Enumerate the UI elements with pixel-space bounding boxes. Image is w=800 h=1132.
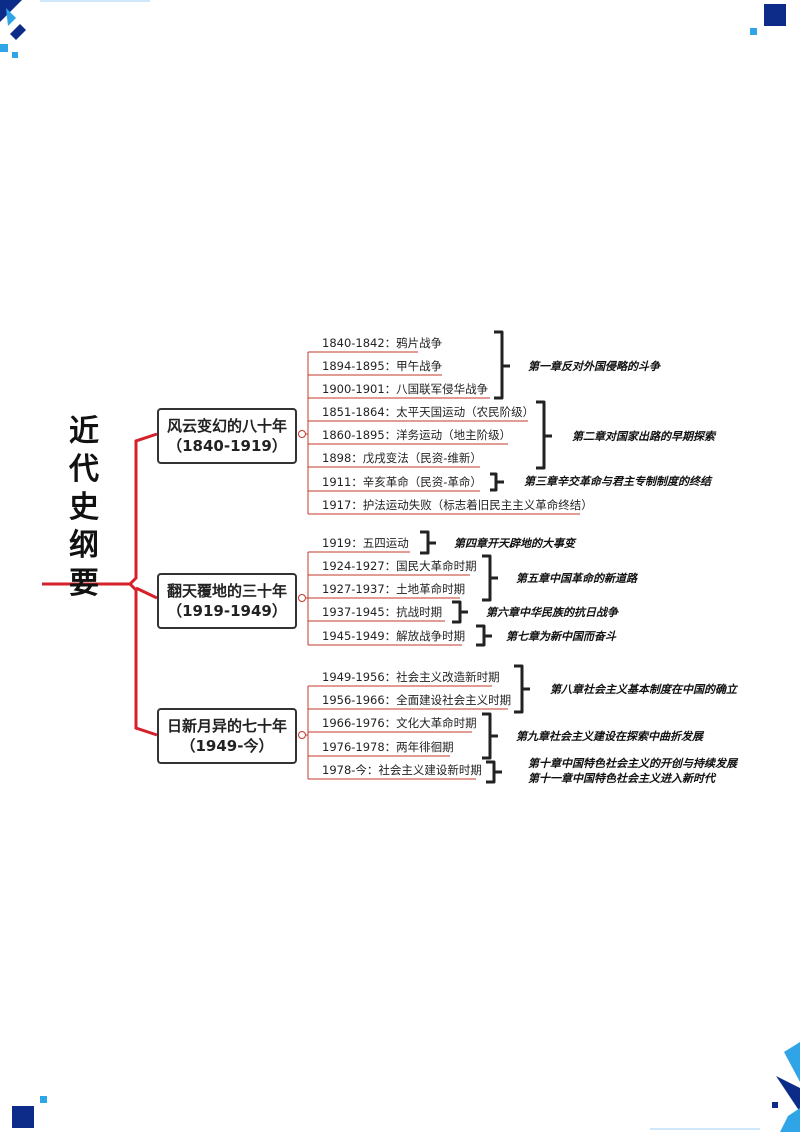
bottom-right-decoration — [772, 1042, 800, 1132]
period-range: （1919-1949） — [167, 602, 287, 620]
top-right-decoration — [750, 4, 786, 35]
event-new-period: 1978-今：社会主义建设新时期 — [322, 763, 482, 777]
event-sino-japanese-war: 1894-1895：甲午战争 — [322, 359, 443, 373]
bottom-left-decoration — [12, 1096, 47, 1128]
chapter-10: 第十章中国特色社会主义的开创与持续发展 — [528, 757, 737, 770]
chapter-1: 第一章反对外国侵略的斗争 — [528, 360, 660, 373]
event-eight-nation-alliance: 1900-1901：八国联军侵华战争 — [322, 382, 489, 396]
period-title: 翻天覆地的三十年 — [166, 582, 287, 600]
title-char-1: 近 — [69, 414, 99, 449]
period-box-1919-1949: 翻天覆地的三十年 （1919-1949） — [157, 573, 297, 629]
title-char-2: 代 — [69, 452, 99, 487]
event-may-fourth: 1919：五四运动 — [322, 536, 409, 550]
event-constitution-protection: 1917：护法运动失败（标志着旧民主主义革命终结） — [322, 498, 593, 512]
chapter-2: 第二章对国家出路的早期探索 — [572, 430, 715, 443]
chapter-8: 第八章社会主义基本制度在中国的确立 — [550, 683, 737, 696]
title-char-4: 纲 — [69, 528, 99, 563]
event-taiping: 1851-1864：太平天国运动（农民阶级） — [322, 405, 535, 419]
chapter-3: 第三章辛交革命与君主专制制度的终结 — [524, 475, 711, 488]
event-westernization: 1860-1895：洋务运动（地主阶级） — [322, 428, 512, 442]
event-national-revolution: 1924-1927：国民大革命时期 — [322, 559, 477, 573]
event-liberation-war: 1945-1949：解放战争时期 — [322, 629, 466, 643]
chapter-6: 第六章中华民族的抗日战争 — [486, 606, 618, 619]
period-box-1840-1919: 风云变幻的八十年 （1840-1919） — [157, 408, 297, 464]
chapter-11: 第十一章中国特色社会主义进入新时代 — [528, 772, 715, 785]
period-range: （1949-今） — [180, 737, 274, 755]
chapter-9: 第九章社会主义建设在探索中曲折发展 — [516, 730, 703, 743]
event-hundred-days-reform: 1898：戊戌变法（民资-维新） — [322, 451, 482, 465]
chapter-7: 第七章为新中国而奋斗 — [506, 630, 616, 643]
chapter-5: 第五章中国革命的新道路 — [516, 572, 637, 585]
event-socialist-construction: 1956-1966：全面建设社会主义时期 — [322, 693, 512, 707]
event-xinhai-revolution: 1911：辛亥革命（民资-革命） — [322, 475, 482, 489]
period-box-1949-now: 日新月异的七十年 （1949-今） — [157, 708, 297, 764]
period-title: 日新月异的七十年 — [166, 717, 287, 735]
event-anti-japanese-war: 1937-1945：抗战时期 — [322, 605, 443, 619]
title-char-3: 史 — [69, 490, 99, 525]
top-left-decoration — [0, 0, 26, 58]
event-cultural-revolution: 1966-1976：文化大革命时期 — [322, 716, 477, 730]
chapter-4: 第四章开天辟地的大事变 — [454, 537, 575, 550]
title-char-5: 要 — [69, 566, 99, 601]
period-range: （1840-1919） — [167, 437, 287, 455]
bottom-right-line — [650, 1128, 760, 1130]
event-land-revolution: 1927-1937：土地革命时期 — [322, 582, 466, 596]
event-socialist-transformation: 1949-1956：社会主义改造新时期 — [322, 670, 500, 684]
period-title: 风云变幻的八十年 — [166, 417, 287, 435]
event-two-year-hesitation: 1976-1978：两年徘徊期 — [322, 740, 454, 754]
event-opium-war: 1840-1842：鸦片战争 — [322, 336, 443, 350]
top-left-line — [40, 0, 150, 2]
